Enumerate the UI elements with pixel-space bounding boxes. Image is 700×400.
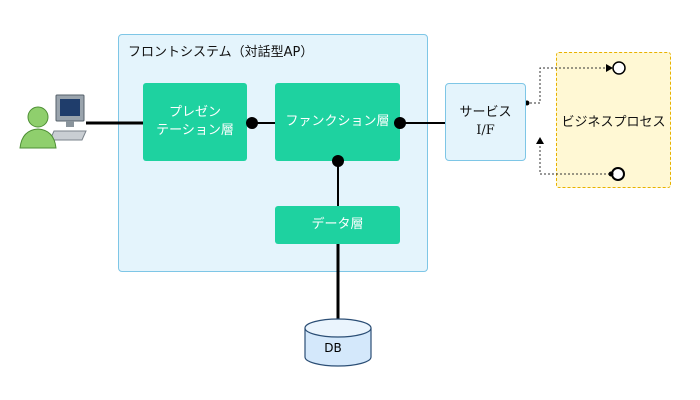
presentation-layer-box: プレゼン テーション層 xyxy=(143,83,247,161)
service-label-line1: サービス xyxy=(459,105,512,120)
service-business-link-top xyxy=(526,67,606,104)
business-link-dot xyxy=(608,171,614,177)
arrow-right-icon xyxy=(606,64,613,72)
service-business-link-bottom xyxy=(539,138,611,175)
function-layer-box: ファンクション層 xyxy=(275,83,400,161)
provided-interface-circle xyxy=(612,61,626,75)
service-interface-box: サービス I/F xyxy=(445,83,526,161)
presentation-port-dot xyxy=(246,117,258,129)
data-layer-label: データ層 xyxy=(311,217,364,232)
database-cylinder-icon xyxy=(304,318,372,367)
function-bottom-port-dot xyxy=(332,155,344,167)
arrow-up-icon xyxy=(536,137,544,144)
user-at-computer-icon xyxy=(19,94,87,149)
service-label-line2: I/F xyxy=(476,123,495,138)
presentation-layer-label-line2: テーション層 xyxy=(156,123,234,138)
function-right-port-dot xyxy=(394,117,406,129)
front-system-title: フロントシステム（対話型AP） xyxy=(128,45,314,60)
database-label: DB xyxy=(324,341,342,355)
function-layer-label: ファンクション層 xyxy=(285,114,390,129)
business-process-label: ビジネスプロセス xyxy=(561,114,666,130)
data-layer-box: データ層 xyxy=(275,206,400,244)
business-process-box: ビジネスプロセス xyxy=(556,52,671,188)
presentation-layer-label-line1: プレゼン xyxy=(168,105,221,120)
